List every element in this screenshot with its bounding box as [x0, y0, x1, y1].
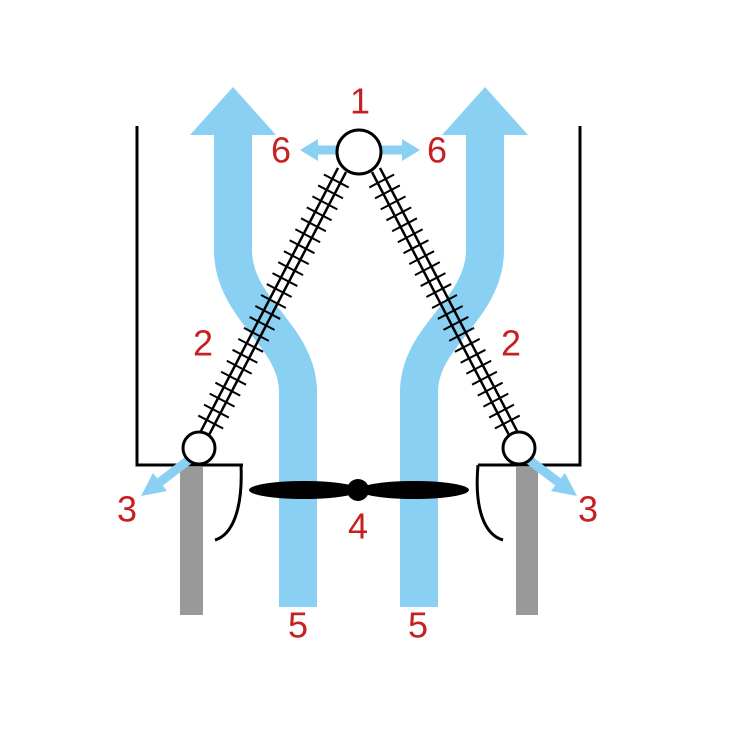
coil-left-fin: [203, 403, 230, 419]
bottom-pivot-right: [501, 430, 537, 466]
coil-right-fin: [414, 261, 441, 276]
coil-left-fin: [277, 261, 304, 276]
coil-left-fin: [294, 228, 321, 244]
coil-right-fin: [494, 414, 521, 430]
housing-right-wall: [478, 126, 582, 467]
support-right: [516, 467, 538, 615]
label-3-right: 3: [578, 489, 598, 530]
coil-right-fin: [374, 184, 401, 200]
coil-left-fin: [272, 272, 298, 287]
coil-right-fin: [465, 359, 492, 375]
coil-left-fin: [214, 381, 241, 397]
coil-right-fin: [403, 239, 429, 255]
label-1: 1: [350, 81, 370, 122]
coil-right-fin: [431, 294, 458, 309]
fan-propeller: [249, 479, 469, 501]
coil-right-fin: [408, 250, 435, 266]
airflow-left-arrowhead: [190, 87, 276, 135]
coil-left-fin: [209, 392, 236, 408]
coil-right-fin: [448, 327, 475, 342]
side-flow-right-arrow: [378, 139, 420, 161]
coil-left-fin: [283, 250, 310, 266]
coil-left-fin: [237, 337, 264, 353]
coil-left-fin: [289, 239, 315, 255]
shroud-left: [214, 464, 243, 542]
housing-left-wall: [135, 126, 243, 467]
label-5-left: 5: [288, 605, 308, 646]
fan-hub: [347, 479, 369, 501]
airflow-right: [400, 87, 528, 607]
finned-coil-left: [197, 167, 350, 436]
coil-right-fin: [397, 228, 424, 244]
coil-left-fin: [300, 217, 327, 233]
coil-left-fin: [197, 414, 224, 430]
coil-left-fin: [243, 327, 270, 342]
coil-right-fin: [425, 283, 452, 298]
airflow-right-arrowhead: [442, 87, 528, 135]
side-flow-left-arrow: [300, 139, 340, 161]
exhaust-right-arrow: [525, 455, 577, 496]
coil-left-fin: [317, 184, 344, 200]
coil-left-fin: [260, 294, 287, 309]
label-3-left: 3: [117, 489, 137, 530]
coil-right-fin: [437, 305, 464, 320]
support-left: [180, 467, 203, 615]
coil-left-fin: [249, 316, 275, 331]
label-5-right: 5: [408, 605, 428, 646]
coil-left-fin: [226, 359, 253, 375]
coil-left-fin: [306, 206, 333, 222]
coil-right-fin: [380, 195, 407, 211]
coil-right-fin: [460, 348, 486, 364]
airflow-left: [190, 87, 317, 607]
coil-left-fin: [254, 305, 281, 320]
coil-right-fin: [482, 392, 509, 408]
label-2-right: 2: [501, 323, 521, 364]
coil-left-fin: [311, 195, 338, 211]
label-6-right: 6: [427, 130, 447, 171]
coil-right-fin: [385, 206, 412, 222]
exhaust-left-arrow: [141, 455, 193, 496]
coil-right-fin: [471, 370, 498, 386]
top-pivot: [335, 128, 383, 176]
label-2-left: 2: [193, 323, 213, 364]
coil-left-fin: [220, 370, 247, 386]
coil-right-fin: [368, 173, 395, 189]
coil-left-fin: [232, 348, 258, 364]
finned-coil-right: [368, 167, 521, 436]
label-4: 4: [348, 506, 368, 547]
coil-right-fin: [391, 217, 418, 233]
coil-right-fin: [477, 381, 504, 397]
shroud-right: [475, 464, 504, 542]
fan-blade-left: [249, 481, 359, 499]
coil-right-fin: [443, 316, 469, 331]
coil-right-fin: [454, 337, 481, 353]
fan-blade-right: [359, 481, 469, 499]
coil-right-fin: [488, 403, 515, 419]
bottom-pivot-left: [181, 430, 217, 466]
coil-right-fin: [420, 272, 446, 287]
label-6-left: 6: [271, 130, 291, 171]
coil-left-fin: [323, 173, 350, 189]
coil-left-fin: [266, 283, 293, 298]
